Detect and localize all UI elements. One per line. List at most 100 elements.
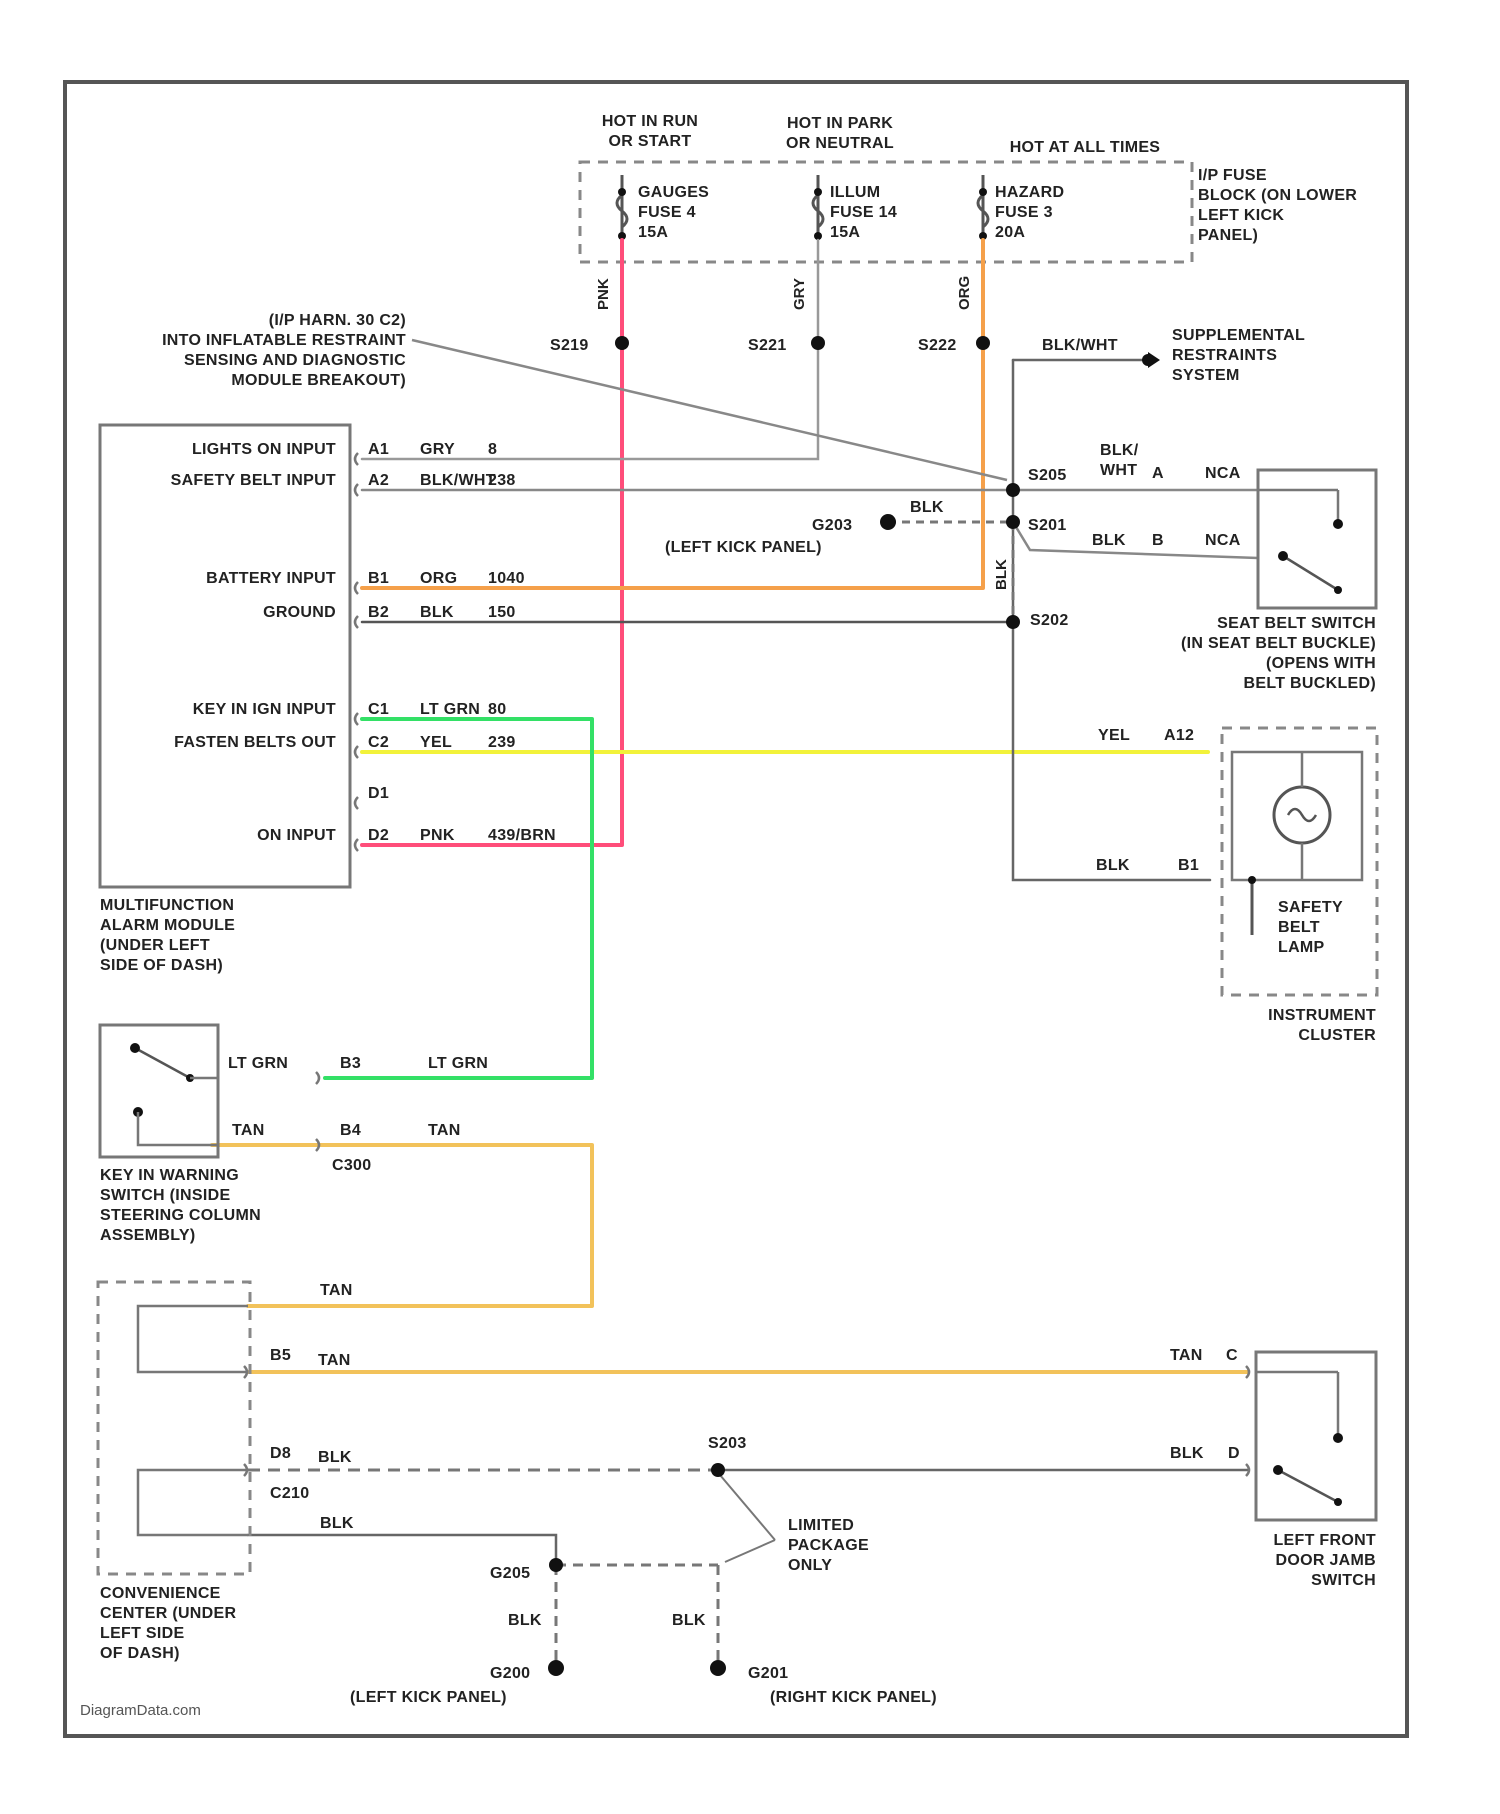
- fuse-hazard-symbol: [978, 175, 988, 240]
- seat-belt-conn-b: NCA: [1205, 532, 1241, 549]
- seat-belt-switch-pivot-a: [1333, 519, 1343, 529]
- wire-pink: [362, 240, 622, 845]
- ground-g203-location: (LEFT KICK PANEL): [665, 539, 822, 556]
- splice-s202-dot: [1006, 615, 1020, 629]
- seat-belt-switch-terminal: [1334, 586, 1342, 594]
- alarm-pin-circuit: 8: [488, 441, 497, 458]
- key-in-switch: KEY IN WARNINGSWITCH (INSIDESTEERING COL…: [100, 1025, 488, 1244]
- splice-s202-label: S202: [1030, 612, 1069, 629]
- conv-wire-tan-top: TAN: [320, 1282, 353, 1299]
- key-in-switch-box: [100, 1025, 218, 1157]
- ip-harness-annotation: (I/P HARN. 30 C2)INTO INFLATABLE RESTRAI…: [162, 312, 406, 389]
- hot-bus-always-label: HOT AT ALL TIMES: [1010, 139, 1161, 156]
- watermark: DiagramData.com: [80, 1702, 201, 1719]
- splice-s205-label: S205: [1028, 467, 1067, 484]
- ground-g205-label: G205: [490, 1565, 530, 1582]
- safety-belt-lamp-filament: [1288, 809, 1316, 821]
- door-jamb-switch-box: [1256, 1352, 1376, 1520]
- alarm-pin-id: D2: [368, 827, 389, 844]
- fuse-block-location-label: I/P FUSEBLOCK (ON LOWERLEFT KICKPANEL): [1198, 167, 1357, 244]
- conv-wire-blk-d8: BLK: [318, 1449, 352, 1466]
- alarm-pin-wire: ORG: [420, 570, 457, 587]
- alarm-pin-connector: [355, 713, 358, 725]
- fuse-wire-park-label: GRY: [791, 278, 808, 310]
- alarm-pin-id: D1: [368, 785, 389, 802]
- fuse-wire-always-label: ORG: [956, 276, 973, 310]
- door-switch-blade: [1278, 1470, 1338, 1502]
- alarm-pin-id: A1: [368, 441, 389, 458]
- seat-belt-switch: SEAT BELT SWITCH(IN SEAT BELT BUCKLE)(OP…: [1092, 442, 1376, 692]
- key-switch-wire-tan-left: TAN: [232, 1122, 265, 1139]
- g203-blk-label: BLK: [910, 499, 944, 516]
- wire-tan-keyswitch: [212, 1145, 592, 1306]
- ground-g201-location: (RIGHT KICK PANEL): [770, 1689, 937, 1706]
- ground-g203-dot: [880, 514, 896, 530]
- connector-c300-b3: [316, 1072, 319, 1084]
- ground-g201-label: G201: [748, 1665, 788, 1682]
- seat-belt-pin-b: B: [1152, 532, 1164, 549]
- alarm-pin-id: A2: [368, 472, 389, 489]
- alarm-pin-wire: GRY: [420, 441, 455, 458]
- conv-wire-blk-g200: BLK: [508, 1612, 542, 1629]
- splice-s203-label: S203: [708, 1435, 747, 1452]
- door-switch-pin-c: C: [1226, 1347, 1238, 1364]
- alarm-pin-id: B1: [368, 570, 389, 587]
- alarm-pin-connector: [355, 616, 358, 628]
- ground-g200-junction-dot: [549, 1558, 563, 1572]
- door-switch-wire-tan: TAN: [1170, 1347, 1203, 1364]
- alarm-pin-circuit: 238: [488, 472, 516, 489]
- alarm-pin-circuit: 239: [488, 734, 516, 751]
- door-switch-pin-d: D: [1228, 1445, 1240, 1462]
- limited-leader-1: [720, 1475, 775, 1540]
- convenience-center-outline: [98, 1282, 250, 1574]
- blk-wht-top-label: BLK/WHT: [1042, 337, 1118, 354]
- splice-s221-dot: [811, 336, 825, 350]
- alarm-pin-name: SAFETY BELT INPUT: [171, 472, 336, 489]
- ground-g200-location: (LEFT KICK PANEL): [350, 1689, 507, 1706]
- alarm-pin-circuit: 1040: [488, 570, 525, 587]
- alarm-pin-connector: [355, 484, 358, 496]
- alarm-pin-id: C1: [368, 701, 389, 718]
- lamp-stem-dot: [1248, 876, 1256, 884]
- instrument-cluster-title: INSTRUMENTCLUSTER: [1268, 1007, 1376, 1044]
- key-switch-connector: C300: [332, 1157, 371, 1174]
- door-switch-pivot: [1273, 1465, 1283, 1475]
- splice-s222-label: S222: [918, 337, 957, 354]
- key-switch-wire-grn-right: LT GRN: [428, 1055, 488, 1072]
- alarm-pin-wire: LT GRN: [420, 701, 480, 718]
- fuse-gauges-terminal: [618, 188, 626, 196]
- door-switch-contact-c: [1333, 1433, 1343, 1443]
- ground-g203-label: G203: [812, 517, 852, 534]
- key-in-switch-lead-b4: [138, 1112, 218, 1145]
- splice-s221-label: S221: [748, 337, 787, 354]
- alarm-module-box: [100, 425, 350, 887]
- alarm-pin-name: LIGHTS ON INPUT: [192, 441, 336, 458]
- seat-belt-wire-b-label: BLK: [1092, 532, 1126, 549]
- convenience-inner-top: [138, 1306, 248, 1372]
- key-in-switch-pivot: [130, 1043, 140, 1053]
- key-switch-pin-b3: B3: [340, 1055, 361, 1072]
- alarm-pin-connector: [355, 453, 358, 465]
- splice-s203-dot: [711, 1463, 725, 1477]
- fuse-gauges-symbol: [617, 175, 627, 240]
- conv-connector-c210: C210: [270, 1485, 309, 1502]
- seat-belt-switch-pivot-b: [1278, 551, 1288, 561]
- wire-orange-battery: [362, 240, 983, 588]
- fuse-illum-terminal: [814, 188, 822, 196]
- splice-s205-dot: [1006, 483, 1020, 497]
- seat-belt-pin-a: A: [1152, 465, 1164, 482]
- door-switch-terminal: [1334, 1498, 1342, 1506]
- cluster-pin-a12: A12: [1164, 727, 1194, 744]
- alarm-pin-wire: BLK: [420, 604, 454, 621]
- cluster-wire-yel: YEL: [1098, 727, 1130, 744]
- alarm-pin-name: KEY IN IGN INPUT: [193, 701, 336, 718]
